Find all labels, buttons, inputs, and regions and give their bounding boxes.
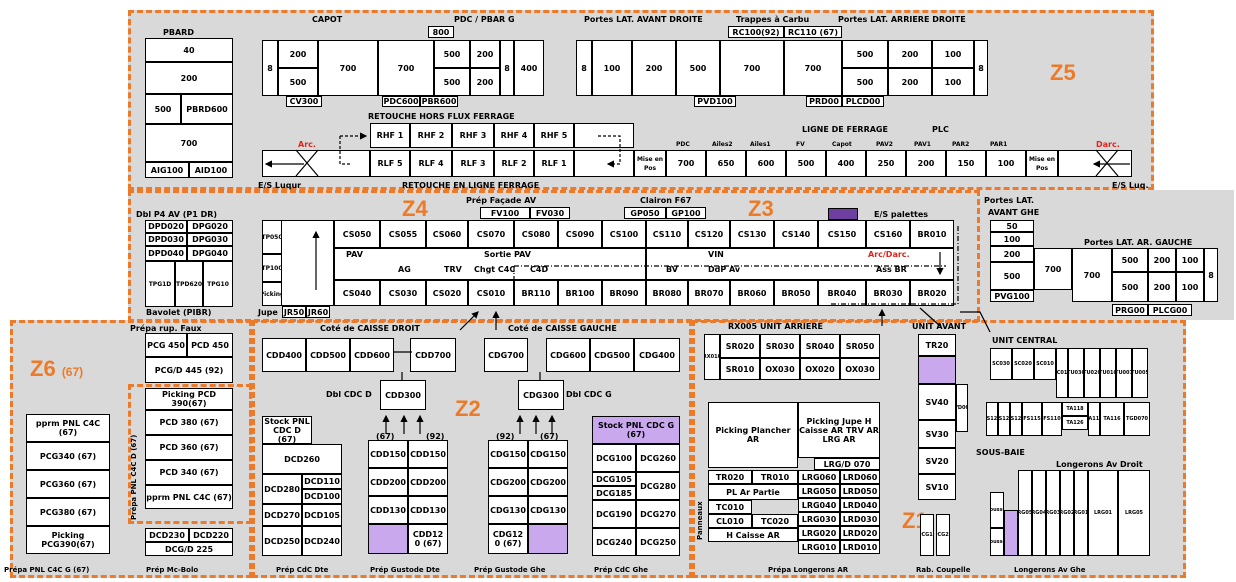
retouche-arrows <box>266 136 1130 176</box>
z2-arrows <box>386 352 552 434</box>
z4-arrows <box>316 226 990 332</box>
